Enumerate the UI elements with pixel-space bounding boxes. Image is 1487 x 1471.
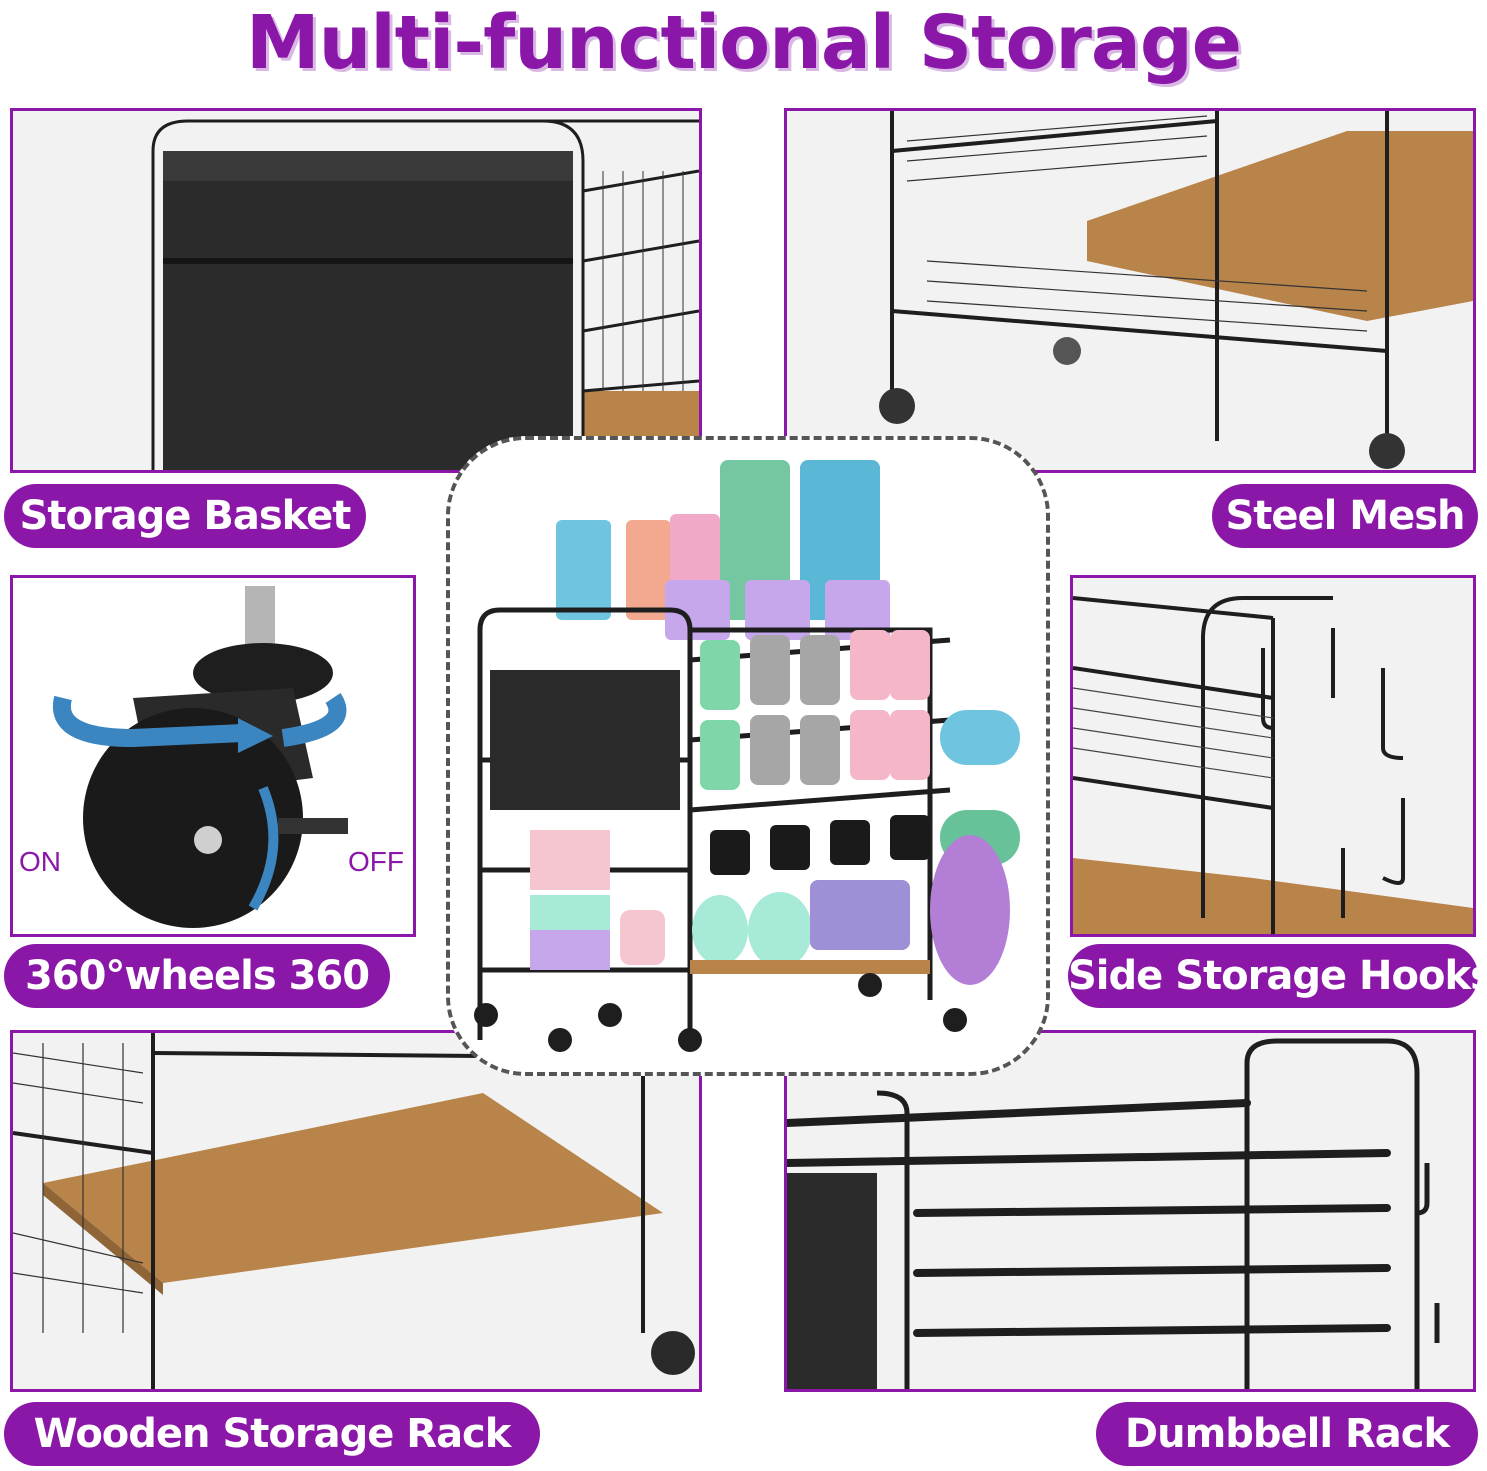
product-main-photo: [446, 436, 1050, 1076]
page-title: Multi-functional Storage: [246, 0, 1242, 86]
feature-label-side-hooks: Side Storage Hooks: [1068, 944, 1487, 1008]
feature-label-steel-mesh: Steel Mesh: [1212, 484, 1478, 548]
wooden-rack-photo: [10, 1030, 702, 1392]
wheel-lock-on-label: ON: [19, 846, 61, 877]
dumbbell-rack-photo: [784, 1030, 1476, 1392]
feature-label-wheels: 360°wheels 360: [4, 944, 390, 1008]
steel-mesh-photo: [784, 108, 1476, 473]
wheel-lock-off-label: OFF: [348, 846, 404, 877]
storage-basket-photo: [10, 108, 702, 473]
feature-label-dumbbell-rack: Dumbbell Rack: [1096, 1402, 1478, 1466]
side-hooks-photo: [1070, 575, 1476, 937]
wheel-photo: ON OFF: [10, 575, 416, 937]
feature-label-storage-basket: Storage Basket: [4, 484, 366, 548]
feature-label-wooden-rack: Wooden Storage Rack: [4, 1402, 540, 1466]
